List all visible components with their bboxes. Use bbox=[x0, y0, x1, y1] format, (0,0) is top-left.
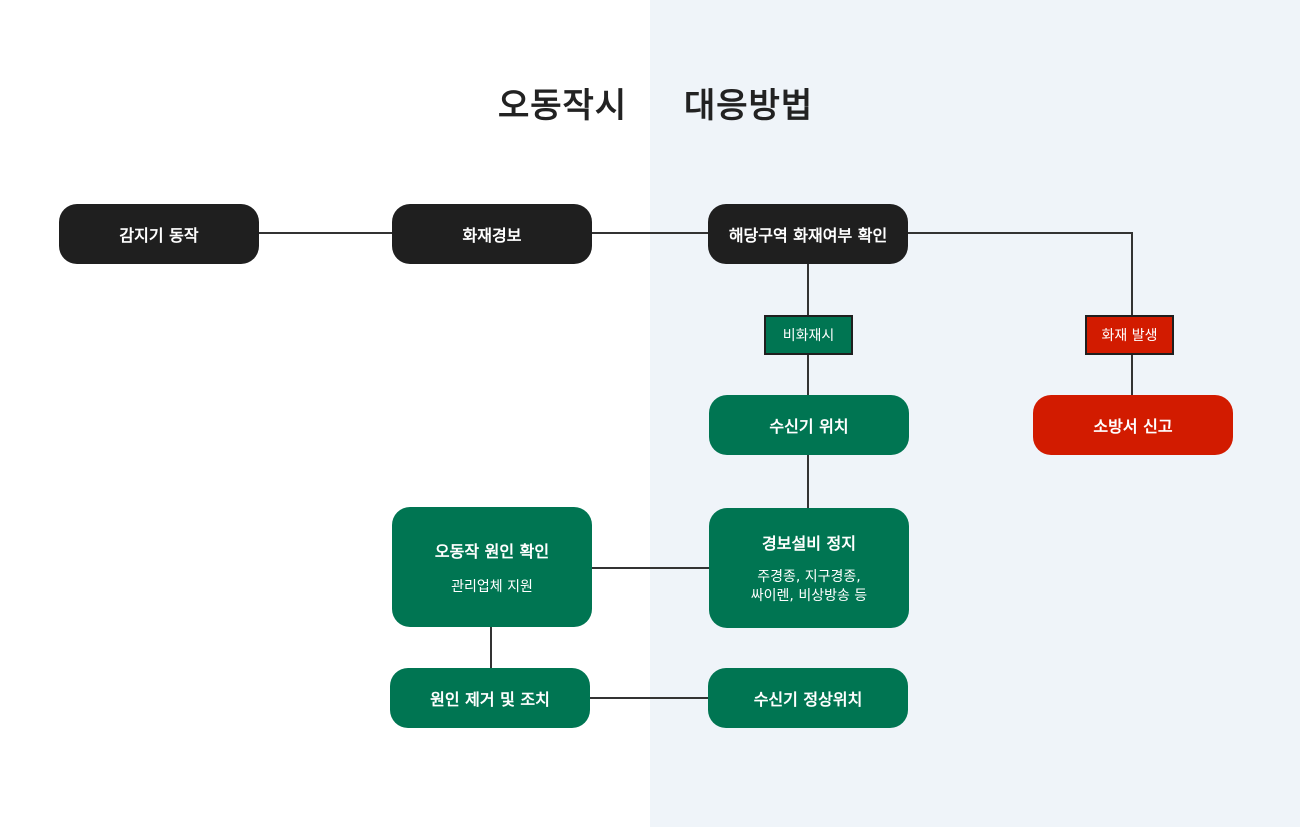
node-report-label: 소방서 신고 bbox=[1093, 417, 1173, 436]
node-remove-cause: 원인 제거 및 조치 bbox=[390, 668, 590, 728]
node-report-fire-station: 소방서 신고 bbox=[1033, 395, 1233, 455]
node-alarm-label: 화재경보 bbox=[462, 226, 522, 245]
node-stop-sub-line2: 싸이렌, 비상방송 등 bbox=[750, 588, 868, 604]
title-response: 대응방법 bbox=[684, 86, 814, 126]
tag-fire-occurred: 화재 발생 bbox=[1085, 315, 1174, 355]
node-normal-label: 수신기 정상위치 bbox=[753, 690, 863, 709]
node-remove-label: 원인 제거 및 조치 bbox=[430, 690, 550, 709]
node-stop-title: 경보설비 정지 bbox=[762, 534, 856, 553]
node-detector-activated: 감지기 동작 bbox=[59, 204, 259, 264]
node-cause-sub: 관리업체 지원 bbox=[451, 578, 533, 595]
node-check-fire-zone: 해당구역 화재여부 확인 bbox=[708, 204, 908, 264]
node-cause-title: 오동작 원인 확인 bbox=[434, 541, 550, 561]
node-receiver-position: 수신기 위치 bbox=[709, 395, 909, 455]
node-malfunction-cause: 오동작 원인 확인 관리업체 지원 bbox=[392, 507, 592, 627]
node-stop-alarm-equipment: 경보설비 정지 주경종, 지구경종, 싸이렌, 비상방송 등 bbox=[709, 508, 909, 628]
node-receiver-label: 수신기 위치 bbox=[769, 417, 849, 436]
node-fire-alarm: 화재경보 bbox=[392, 204, 592, 264]
node-detector-label: 감지기 동작 bbox=[119, 226, 199, 245]
tag-fire-label: 화재 발생 bbox=[1101, 328, 1158, 344]
node-check-label: 해당구역 화재여부 확인 bbox=[728, 226, 888, 245]
title-malfunction: 오동작시 bbox=[498, 86, 628, 126]
line-check-fire bbox=[907, 232, 1133, 316]
tag-no-fire-label: 비화재시 bbox=[782, 328, 835, 344]
node-receiver-normal: 수신기 정상위치 bbox=[708, 668, 908, 728]
tag-no-fire: 비화재시 bbox=[764, 315, 853, 355]
node-stop-sub-line1: 주경종, 지구경종, bbox=[757, 569, 861, 585]
